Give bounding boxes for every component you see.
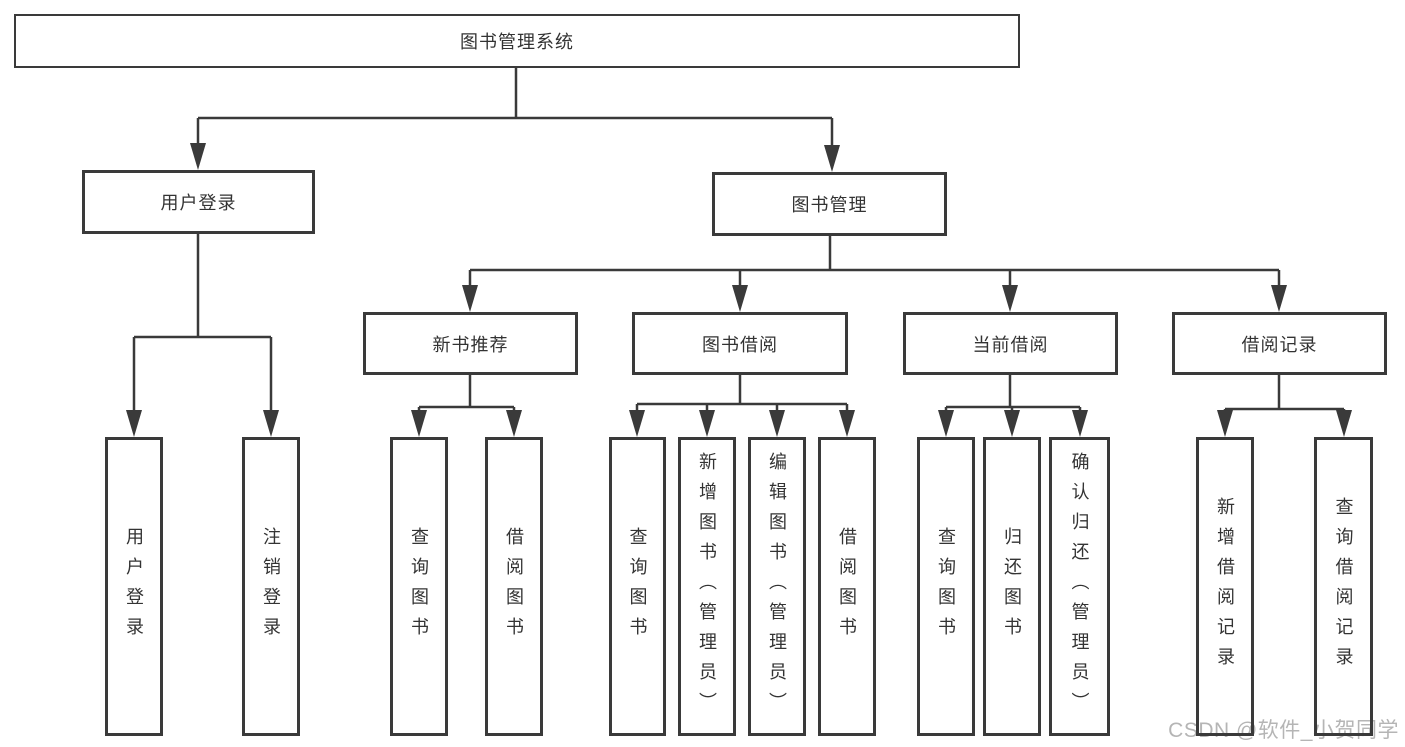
leaf-query-books-current: 查询图书 bbox=[917, 437, 975, 736]
leaf-logout-label: 注销登录 bbox=[261, 526, 281, 647]
node-root-label: 图书管理系统 bbox=[460, 32, 574, 52]
arrowhead bbox=[126, 410, 142, 437]
connector-user-login bbox=[132, 233, 273, 414]
leaf-query-books-current-label: 查询图书 bbox=[936, 526, 956, 647]
leaf-confirm-return-admin: 确认归还（管理员） bbox=[1049, 437, 1110, 736]
arrowhead bbox=[462, 285, 478, 312]
arrowheads bbox=[126, 143, 1352, 437]
leaf-borrow-books-label: 借阅图书 bbox=[837, 526, 857, 647]
leaf-query-books-recommend-label: 查询图书 bbox=[409, 526, 429, 647]
leaf-return-books: 归还图书 bbox=[983, 437, 1041, 736]
node-borrow-records-label: 借阅记录 bbox=[1241, 334, 1318, 355]
node-root: 图书管理系统 bbox=[14, 14, 1020, 68]
arrowhead bbox=[839, 410, 855, 437]
node-book-management: 图书管理 bbox=[712, 172, 947, 236]
node-new-book-recommend-label: 新书推荐 bbox=[432, 334, 509, 355]
leaf-edit-books-admin-label: 编辑图书（管理员） bbox=[767, 451, 787, 722]
leaf-borrow-books-recommend-label: 借阅图书 bbox=[504, 526, 524, 647]
arrowhead bbox=[190, 143, 206, 170]
leaf-query-books-recommend: 查询图书 bbox=[390, 437, 448, 736]
leaf-add-books-admin-label: 新增图书（管理员） bbox=[697, 451, 717, 722]
leaf-borrow-books-recommend: 借阅图书 bbox=[485, 437, 543, 736]
leaf-query-books-borrow: 查询图书 bbox=[609, 437, 666, 736]
arrowhead bbox=[732, 285, 748, 312]
leaf-query-borrow-record: 查询借阅记录 bbox=[1314, 437, 1373, 736]
arrowhead bbox=[1217, 410, 1233, 437]
arrowhead bbox=[769, 410, 785, 437]
leaf-logout: 注销登录 bbox=[242, 437, 300, 736]
arrowhead bbox=[699, 410, 715, 437]
connector-book-management bbox=[468, 236, 1281, 289]
connector-book-borrow bbox=[635, 374, 849, 418]
arrowhead bbox=[263, 410, 279, 437]
node-current-borrow-label: 当前借阅 bbox=[972, 334, 1049, 355]
arrowhead bbox=[629, 410, 645, 437]
leaf-query-borrow-record-label: 查询借阅记录 bbox=[1333, 496, 1354, 677]
node-new-book-recommend: 新书推荐 bbox=[363, 312, 578, 375]
csdn-watermark: CSDN @软件_小贺同学 bbox=[1168, 719, 1399, 742]
leaf-confirm-return-admin-label: 确认归还（管理员） bbox=[1069, 451, 1090, 722]
arrowhead bbox=[411, 410, 427, 437]
node-book-management-label: 图书管理 bbox=[791, 195, 868, 215]
leaf-borrow-books: 借阅图书 bbox=[818, 437, 876, 736]
node-borrow-records: 借阅记录 bbox=[1172, 312, 1387, 375]
node-user-login: 用户登录 bbox=[82, 170, 315, 234]
arrowhead bbox=[938, 410, 954, 437]
leaf-query-books-borrow-label: 查询图书 bbox=[627, 526, 648, 647]
arrowhead bbox=[506, 410, 522, 437]
connector-new-book-recommend bbox=[417, 374, 516, 418]
node-current-borrow: 当前借阅 bbox=[903, 312, 1118, 375]
leaf-edit-books-admin: 编辑图书（管理员） bbox=[748, 437, 806, 736]
node-user-login-label: 用户登录 bbox=[160, 193, 237, 213]
arrowhead bbox=[1072, 410, 1088, 437]
arrowhead bbox=[1002, 285, 1018, 312]
connector-borrow-records bbox=[1223, 374, 1346, 418]
arrowhead bbox=[1004, 410, 1020, 437]
arrowhead bbox=[1271, 285, 1287, 312]
leaf-user-login-label: 用户登录 bbox=[124, 526, 144, 647]
arrowhead bbox=[1336, 410, 1352, 437]
node-book-borrow: 图书借阅 bbox=[632, 312, 848, 375]
node-book-borrow-label: 图书借阅 bbox=[702, 334, 778, 355]
leaf-return-books-label: 归还图书 bbox=[1002, 526, 1022, 647]
arrowhead bbox=[824, 145, 840, 172]
leaf-add-borrow-record: 新增借阅记录 bbox=[1196, 437, 1254, 736]
leaf-user-login: 用户登录 bbox=[105, 437, 163, 736]
connector-root bbox=[196, 68, 834, 148]
leaf-add-books-admin: 新增图书（管理员） bbox=[678, 437, 736, 736]
leaf-add-borrow-record-label: 新增借阅记录 bbox=[1215, 496, 1235, 677]
